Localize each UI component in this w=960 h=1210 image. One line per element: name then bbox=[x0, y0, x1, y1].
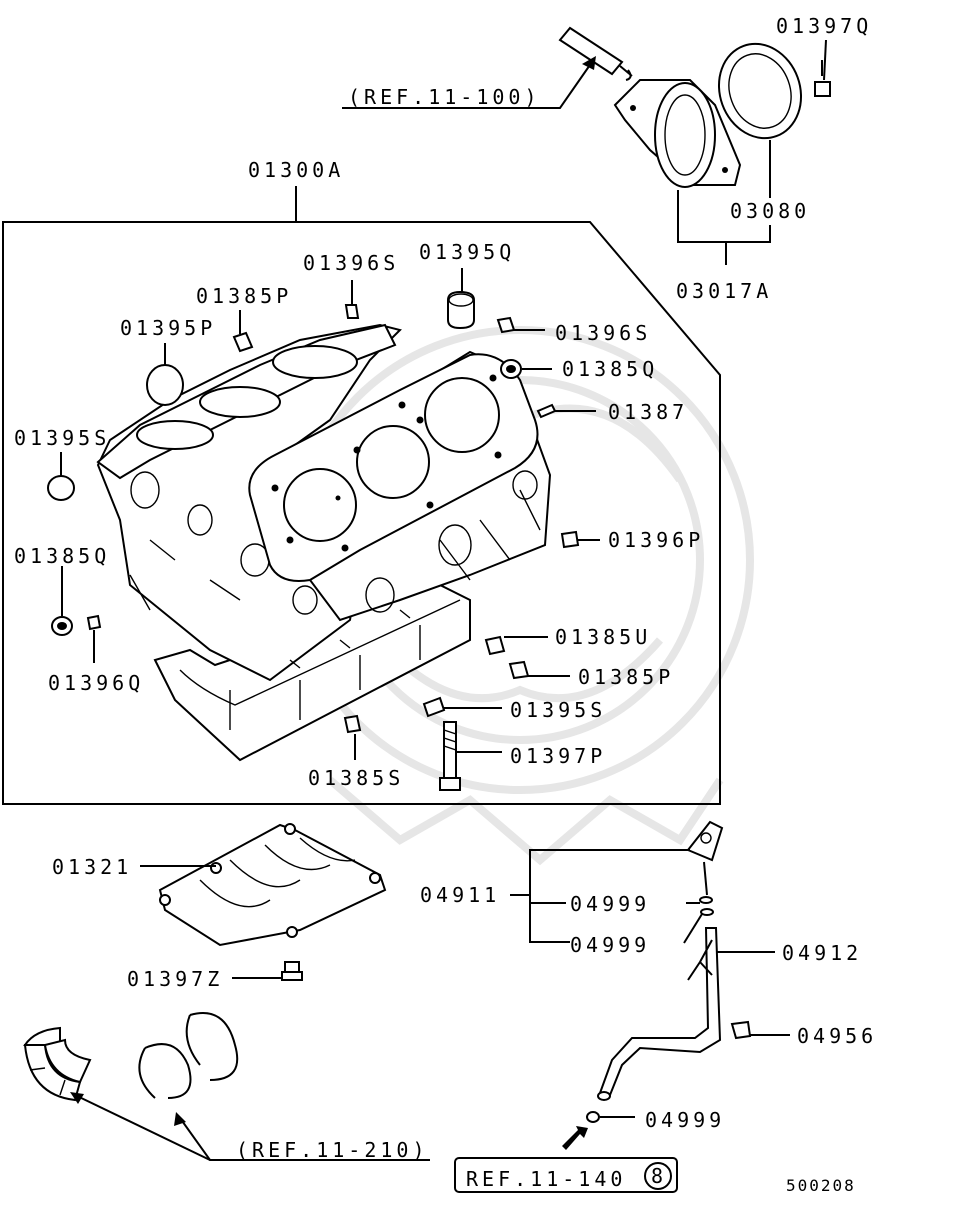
part-label-01396S-right[interactable]: 01396S bbox=[555, 321, 651, 345]
ref-label-11-100[interactable]: (REF.11-100) bbox=[348, 85, 541, 109]
ref-11-140-badge-circle bbox=[644, 1162, 672, 1190]
oil-pan-baffle-plate bbox=[158, 823, 387, 947]
part-label-01385P-lower[interactable]: 01385P bbox=[578, 665, 674, 689]
part-label-01396S-top[interactable]: 01396S bbox=[303, 251, 399, 275]
sealant-tube-icon bbox=[558, 26, 633, 81]
thrust-washers bbox=[138, 1012, 239, 1099]
ref-label-11-140-badge: 8 bbox=[651, 1164, 663, 1188]
part-label-01397Z[interactable]: 01397Z bbox=[127, 967, 223, 991]
leader-lines bbox=[60, 39, 827, 1161]
part-label-01321[interactable]: 01321 bbox=[52, 855, 132, 879]
part-label-01387[interactable]: 01387 bbox=[608, 400, 688, 424]
guide-o-ring bbox=[586, 1111, 600, 1123]
part-label-01396Q[interactable]: 01396Q bbox=[48, 671, 144, 695]
main-bearing-shells bbox=[23, 1026, 92, 1102]
guide-bolt bbox=[730, 1020, 752, 1040]
oil-level-gauge-guide bbox=[597, 927, 722, 1101]
part-label-03017A[interactable]: 03017A bbox=[676, 279, 772, 303]
part-label-04999-upper[interactable]: 04999 bbox=[570, 892, 650, 916]
baffle-bolt bbox=[281, 961, 303, 981]
oil-level-gauge-dipstick bbox=[686, 820, 724, 896]
ref-label-11-140[interactable]: REF.11-140 bbox=[466, 1167, 626, 1191]
rear-oil-seal-case bbox=[613, 79, 742, 188]
rear-oil-seal bbox=[717, 42, 803, 140]
part-label-01395P[interactable]: 01395P bbox=[120, 316, 216, 340]
part-label-01385Q-right[interactable]: 01385Q bbox=[562, 357, 658, 381]
ref-11-140-box bbox=[454, 1157, 678, 1193]
part-label-04912[interactable]: 04912 bbox=[782, 941, 862, 965]
part-label-01385P-top[interactable]: 01385P bbox=[196, 284, 292, 308]
part-label-01385U[interactable]: 01385U bbox=[555, 625, 651, 649]
cylinder-block-drawing bbox=[96, 323, 552, 762]
part-label-01395Q[interactable]: 01395Q bbox=[419, 240, 515, 264]
part-label-01395S-lower[interactable]: 01395S bbox=[510, 698, 606, 722]
part-label-04911[interactable]: 04911 bbox=[420, 883, 500, 907]
part-label-03080[interactable]: 03080 bbox=[730, 199, 810, 223]
cylinder-block-frame bbox=[2, 221, 721, 805]
diagram-code: 500208 bbox=[786, 1176, 856, 1195]
part-label-01395S-left[interactable]: 01395S bbox=[14, 426, 110, 450]
seal-case-bolt bbox=[814, 60, 831, 97]
part-label-01396P[interactable]: 01396P bbox=[608, 528, 704, 552]
part-label-04999-middle[interactable]: 04999 bbox=[570, 933, 650, 957]
part-label-04999-lower[interactable]: 04999 bbox=[645, 1108, 725, 1132]
part-label-01385S[interactable]: 01385S bbox=[308, 766, 404, 790]
part-label-01385Q-left[interactable]: 01385Q bbox=[14, 544, 110, 568]
part-label-04956[interactable]: 04956 bbox=[797, 1024, 877, 1048]
dipstick-o-rings bbox=[699, 896, 714, 916]
ref-label-11-210[interactable]: (REF.11-210) bbox=[236, 1138, 429, 1162]
part-label-01300A[interactable]: 01300A bbox=[248, 158, 344, 182]
part-label-01397P[interactable]: 01397P bbox=[510, 744, 606, 768]
part-label-01397Q[interactable]: 01397Q bbox=[776, 14, 872, 38]
